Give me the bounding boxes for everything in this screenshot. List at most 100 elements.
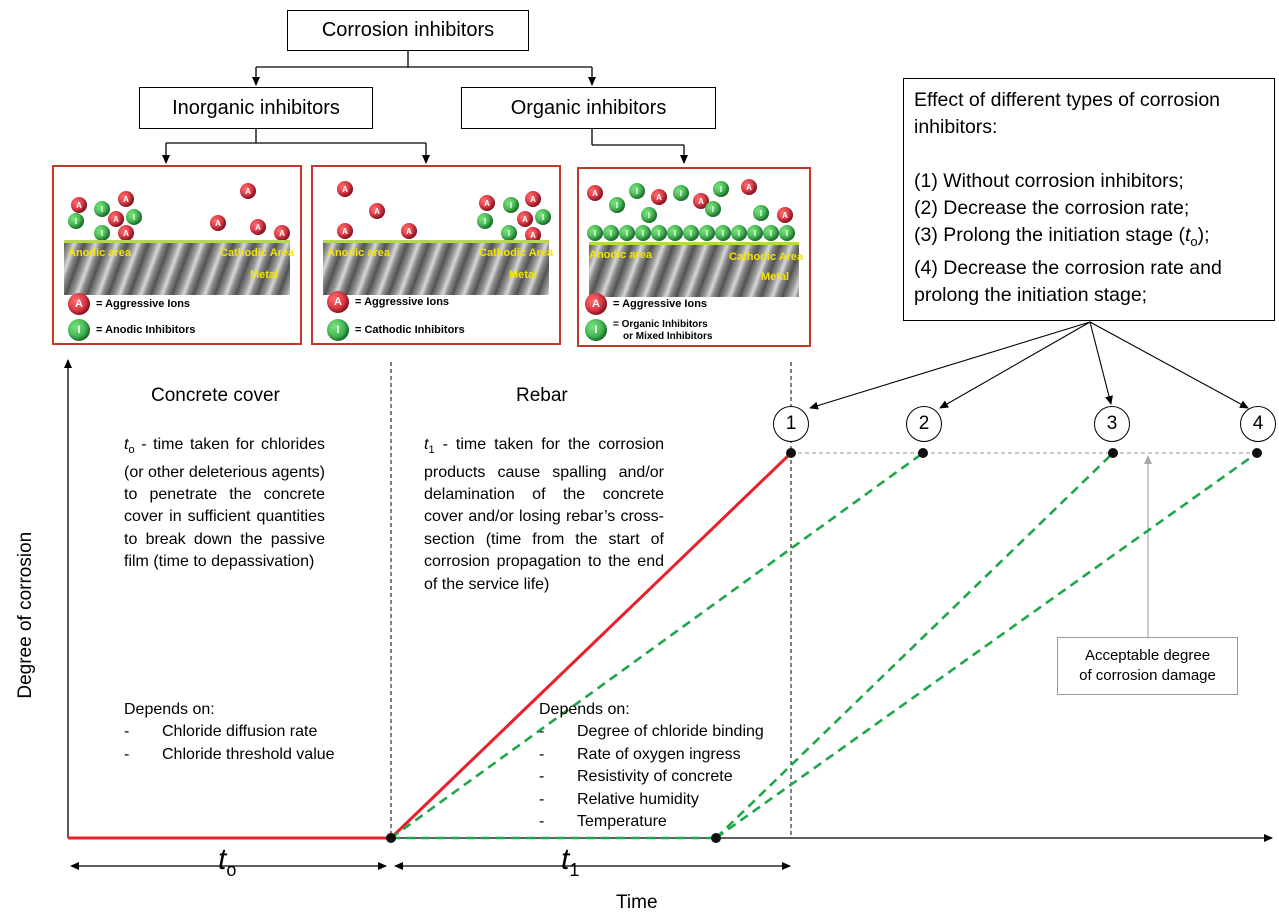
aggressive-ion: A	[741, 179, 757, 195]
x-axis-label: Time	[616, 892, 658, 913]
aggressive-ion: A	[525, 191, 541, 207]
aggressive-ion: A	[210, 215, 226, 231]
metal-label: Metal	[250, 269, 279, 281]
aggressive-ion: A	[517, 211, 533, 227]
legend-aggressive: A = Aggressive Ions	[327, 291, 449, 313]
aggressive-ion: A	[587, 185, 603, 201]
anodic-inhibitor-ion: I	[94, 201, 110, 217]
aggressive-ion: A	[525, 227, 541, 243]
rebar-factor: -Relative humidity	[539, 790, 699, 808]
organic-inhibitor-ion: I	[713, 181, 729, 197]
rebar-image	[589, 245, 799, 297]
organic-inhibitor-ion: I	[651, 225, 667, 241]
organic-inhibitor-ion: I	[763, 225, 779, 241]
aggressive-ion: A	[108, 211, 124, 227]
aggressive-ion: A	[337, 181, 353, 197]
organic-inhibitor-legend-icon: I	[585, 319, 607, 341]
rebar-image	[323, 243, 549, 295]
rebar-depends-heading: Depends on:	[539, 701, 630, 718]
cathodic-inhibitor-ion: I	[477, 213, 493, 229]
metal-label: Metal	[509, 269, 538, 281]
organic-inhibitor-ion: I	[705, 201, 721, 217]
effect-item-1: (1) Without corrosion inhibitors;	[914, 170, 1184, 192]
aggressive-ion: A	[118, 225, 134, 241]
t1-interval-label: t1	[561, 843, 580, 880]
aggressive-ion: A	[240, 183, 256, 199]
legend-aggressive: A = Aggressive Ions	[68, 293, 190, 315]
organic-inhibitor-ion: I	[587, 225, 603, 241]
anodic-inhibitor-panel: A I I A A I I A A A A A Anodic area Cath…	[52, 165, 302, 345]
aggressive-ion: A	[401, 223, 417, 239]
tree-connectors	[162, 51, 688, 164]
anodic-area-label: Anodic area	[589, 249, 652, 261]
cathodic-area-label: Cathodic Area	[220, 247, 295, 259]
aggressive-ion-legend-icon: A	[327, 291, 349, 313]
organic-inhibitor-ion: I	[747, 225, 763, 241]
aggressive-ion: A	[777, 207, 793, 223]
concrete-factor: -Chloride threshold value	[124, 745, 335, 763]
organic-inhibitor-ion: I	[641, 207, 657, 223]
organic-inhibitor-ion: I	[673, 185, 689, 201]
marker-1: 1	[773, 406, 809, 442]
organic-inhibitor-ion: I	[667, 225, 683, 241]
cathodic-area-label: Cathodic Area	[479, 247, 554, 259]
organic-inhibitor-ion: I	[629, 183, 645, 199]
concrete-factor: -Chloride diffusion rate	[124, 723, 318, 741]
acceptable-line-1: Acceptable degree	[1084, 647, 1211, 664]
curves-with-inhibitor	[390, 451, 1258, 840]
effect-arrows	[809, 321, 1249, 410]
passive-film	[589, 242, 799, 245]
rebar-factor: -Rate of oxygen ingress	[539, 745, 741, 763]
curve-points	[386, 448, 1262, 843]
effect-item-4: (4) Decrease the corrosion rate and prol…	[914, 256, 1222, 306]
organic-inhibitor-ion: I	[779, 225, 795, 241]
aggressive-ion: A	[369, 203, 385, 219]
aggressive-ion: A	[71, 197, 87, 213]
y-axis-label: Degree of corrosion	[14, 531, 36, 699]
cathodic-inhibitor-ion: I	[535, 209, 551, 225]
acceptable-damage-box: Acceptable degree of corrosion damage	[1057, 637, 1238, 695]
legend-organic-line-1: = Organic Inhibitors	[613, 319, 708, 330]
anodic-area-label: Anodic area	[68, 247, 131, 259]
organic-inhibitor-ion: I	[683, 225, 699, 241]
aggressive-ion: A	[651, 189, 667, 205]
anodic-inhibitor-legend-icon: I	[68, 319, 90, 341]
anodic-area-label: Anodic area	[327, 247, 390, 259]
organic-inhibitor-ion: I	[715, 225, 731, 241]
organic-inhibitor-ion: I	[619, 225, 635, 241]
concrete-depends-heading: Depends on:	[124, 701, 215, 718]
corrosion-inhibitors-box: Corrosion inhibitors	[287, 10, 529, 51]
anodic-inhibitor-ion: I	[94, 225, 110, 241]
organic-inhibitor-ion: I	[753, 205, 769, 221]
aggressive-ion: A	[118, 191, 134, 207]
cathodic-inhibitor-ion: I	[503, 197, 519, 213]
anodic-inhibitor-ion: I	[126, 209, 142, 225]
legend-organic: I = Organic Inhibitors or Mixed Inhibito…	[585, 319, 712, 343]
aggressive-ion: A	[250, 219, 266, 235]
legend-aggressive: A = Aggressive Ions	[585, 293, 707, 315]
effect-item-2: (2) Decrease the corrosion rate;	[914, 197, 1190, 219]
curve-no-inhibitor	[68, 451, 793, 840]
aggressive-ion-legend-icon: A	[585, 293, 607, 315]
rebar-factor: -Temperature	[539, 813, 667, 831]
aggressive-ion: A	[479, 195, 495, 211]
effect-box: Effect of different types of corrosion i…	[903, 78, 1275, 321]
aggressive-ion: A	[274, 225, 290, 241]
cathodic-inhibitor-legend-icon: I	[327, 319, 349, 341]
acceptable-line-2: of corrosion damage	[1079, 667, 1216, 684]
rebar-description: t1 - time taken for the corrosion produc…	[424, 436, 664, 593]
organic-inhibitor-ion: I	[609, 197, 625, 213]
passive-film	[64, 240, 290, 243]
organic-inhibitors-box: Organic inhibitors	[461, 87, 716, 129]
rebar-title: Rebar	[516, 385, 568, 406]
legend-cathodic: I = Cathodic Inhibitors	[327, 319, 465, 341]
concrete-cover-description: to - time taken for chlorides (or other …	[124, 436, 325, 571]
organic-inhibitor-ion: I	[731, 225, 747, 241]
cathodic-inhibitor-ion: I	[501, 225, 517, 241]
legend-anodic: I = Anodic Inhibitors	[68, 319, 196, 341]
concrete-depends-on: Depends on: -Chloride diffusion rate -Ch…	[124, 699, 335, 766]
cathodic-area-label: Cathodic Area	[729, 251, 804, 263]
marker-2: 2	[906, 406, 942, 442]
effect-item-3: (3) Prolong the initiation stage (to);	[914, 224, 1210, 249]
